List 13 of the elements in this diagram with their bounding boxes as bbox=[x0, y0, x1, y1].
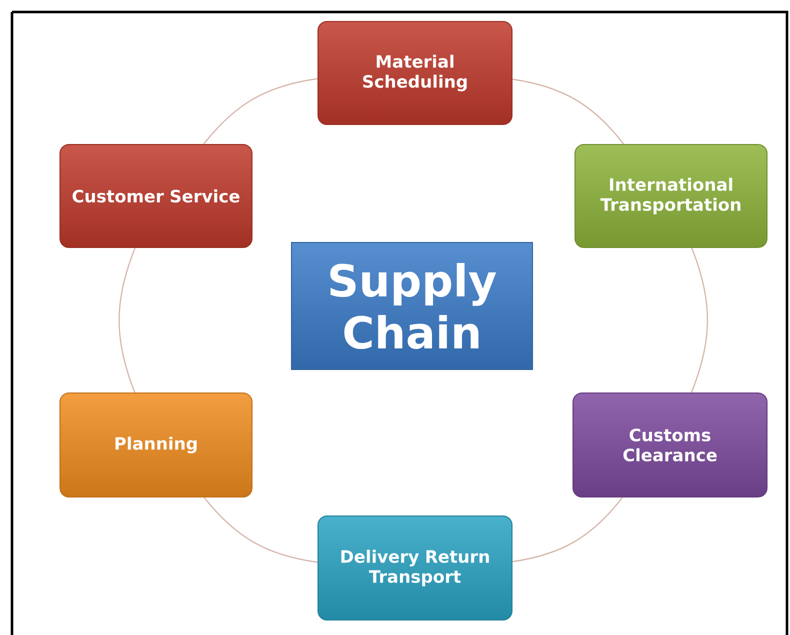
title-box: Supply Chain bbox=[291, 242, 533, 370]
process-box: Delivery Return Transport bbox=[318, 516, 512, 620]
connector-arc bbox=[203, 78, 318, 144]
process-box: Material Scheduling bbox=[318, 21, 512, 125]
connector-arc bbox=[690, 248, 708, 393]
process-box: Customs Clearance bbox=[572, 392, 768, 498]
process-box: Customer Service bbox=[60, 144, 252, 248]
connector-arc bbox=[118, 248, 136, 393]
connector-arc bbox=[512, 497, 623, 562]
connector-arc bbox=[204, 497, 318, 563]
process-box: Planning bbox=[60, 392, 252, 498]
connector-arc bbox=[512, 78, 624, 144]
process-box: International Transportation bbox=[574, 144, 768, 248]
